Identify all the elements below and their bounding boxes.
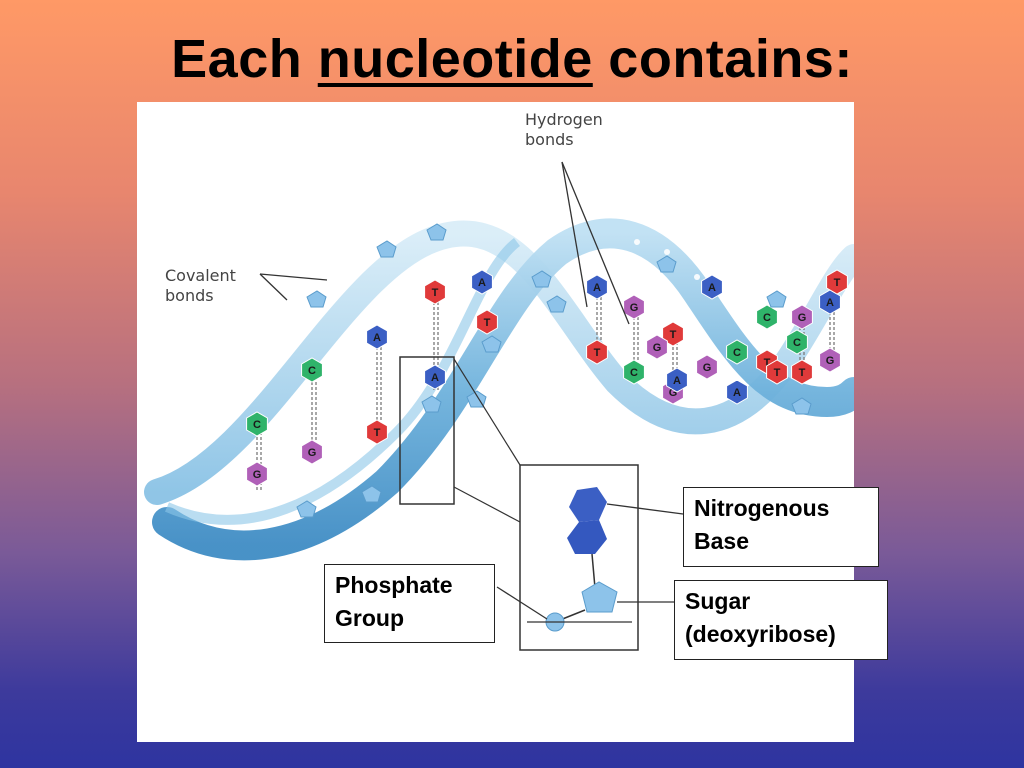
base-letter: C xyxy=(630,367,638,379)
base-G-hexagon: G xyxy=(819,347,841,373)
sugar-line2: (deoxyribose) xyxy=(685,621,836,647)
base-letter: G xyxy=(253,469,262,481)
base-letter: G xyxy=(703,362,712,374)
base-C-hexagon: C xyxy=(623,359,645,385)
base-A-hexagon: A xyxy=(366,324,388,350)
base-letter: C xyxy=(253,419,261,431)
nitrogenous-base-line2: Base xyxy=(694,528,749,554)
base-A-hexagon: A xyxy=(819,289,841,315)
base-letter: A xyxy=(733,387,741,399)
base-letter: T xyxy=(774,367,781,379)
nitrogenous-base-line1: Nitrogenous xyxy=(694,495,830,521)
base-T-hexagon: T xyxy=(766,359,788,385)
title-suffix: contains: xyxy=(608,29,853,89)
phosphate-line1: Phosphate xyxy=(335,572,453,598)
base-T-hexagon: T xyxy=(791,359,813,385)
base-letter: A xyxy=(431,372,439,384)
nitrogenous-base-callout: Nitrogenous Base xyxy=(683,487,879,567)
base-T-hexagon: T xyxy=(826,269,848,295)
base-A-hexagon: A xyxy=(471,269,493,295)
base-letter: T xyxy=(799,367,806,379)
base-G-hexagon: G xyxy=(301,439,323,465)
base-letter: G xyxy=(308,447,317,459)
title-keyword: nucleotide xyxy=(317,29,593,89)
phosphate-group-callout: Phosphate Group xyxy=(324,564,495,643)
base-letter: C xyxy=(793,337,801,349)
hydrogen-label-line1: Hydrogen xyxy=(525,110,603,129)
sugar-pentagons xyxy=(296,223,812,518)
zoomed-base-sugar-link xyxy=(591,553,596,589)
backbone-dots xyxy=(234,239,810,395)
title-prefix: Each xyxy=(171,29,303,89)
base-C-hexagon: C xyxy=(786,329,808,355)
zoomed-sugar-icon xyxy=(581,581,618,613)
covalent-bonds-label: Covalent bonds xyxy=(165,266,236,306)
hydrogen-label-line2: bonds xyxy=(525,130,574,149)
dna-backbone-strand-back xyxy=(144,220,854,505)
covalent-label-line2: bonds xyxy=(165,286,214,305)
base-letter: T xyxy=(432,287,439,299)
base-letter: T xyxy=(374,427,381,439)
base-A-hexagon: A xyxy=(424,364,446,390)
base-G-hexagon: G xyxy=(623,294,645,320)
base-C-hexagon: C xyxy=(726,339,748,365)
base-letter: T xyxy=(834,277,841,289)
base-A-hexagon: A xyxy=(701,274,723,300)
base-letter: T xyxy=(764,357,771,369)
base-letter: T xyxy=(484,317,491,329)
base-letter: A xyxy=(373,332,381,344)
label-pointer-lines xyxy=(259,161,684,620)
sugar-callout: Sugar (deoxyribose) xyxy=(674,580,888,660)
covalent-label-line1: Covalent xyxy=(165,266,236,285)
base-letter: G xyxy=(669,387,678,399)
base-letter: A xyxy=(593,282,601,294)
base-letter: A xyxy=(478,277,486,289)
base-letter: C xyxy=(308,365,316,377)
nucleotide-highlight-box xyxy=(399,356,455,505)
dna-backbone-strand-front xyxy=(152,218,854,561)
base-letter: C xyxy=(763,312,771,324)
base-letter: G xyxy=(653,342,662,354)
base-letter: G xyxy=(630,302,639,314)
base-T-hexagon: T xyxy=(424,279,446,305)
zoom-connector-line xyxy=(453,486,521,523)
sugar-line1: Sugar xyxy=(685,588,751,614)
base-letter: T xyxy=(670,329,677,341)
base-T-hexagon: T xyxy=(586,339,608,365)
base-G-hexagon: G xyxy=(696,354,718,380)
base-A-hexagon: A xyxy=(666,367,688,393)
zoom-connector-line-top xyxy=(453,358,521,466)
base-T-hexagon: T xyxy=(476,309,498,335)
base-letter: A xyxy=(826,297,834,309)
base-letter: C xyxy=(733,347,741,359)
base-letter: G xyxy=(798,312,807,324)
base-letter: A xyxy=(673,375,681,387)
base-letter: A xyxy=(708,282,716,294)
base-C-hexagon: C xyxy=(301,357,323,383)
hydrogen-bonds-label: Hydrogen bonds xyxy=(525,110,603,150)
phosphate-line2: Group xyxy=(335,605,404,631)
base-A-hexagon: A xyxy=(586,274,608,300)
base-letter: T xyxy=(594,347,601,359)
base-C-hexagon: C xyxy=(246,411,268,437)
base-C-hexagon: C xyxy=(756,304,778,330)
base-G-hexagon: G xyxy=(246,461,268,487)
base-T-hexagon: T xyxy=(662,321,684,347)
base-T-hexagon: T xyxy=(366,419,388,445)
base-G-hexagon: G xyxy=(791,304,813,330)
base-A-hexagon: A xyxy=(726,379,748,405)
base-letter: G xyxy=(826,355,835,367)
zoomed-base-icon xyxy=(567,487,607,554)
slide-title: Each nucleotide contains: xyxy=(0,28,1024,90)
base-G-hexagon: G xyxy=(646,334,668,360)
